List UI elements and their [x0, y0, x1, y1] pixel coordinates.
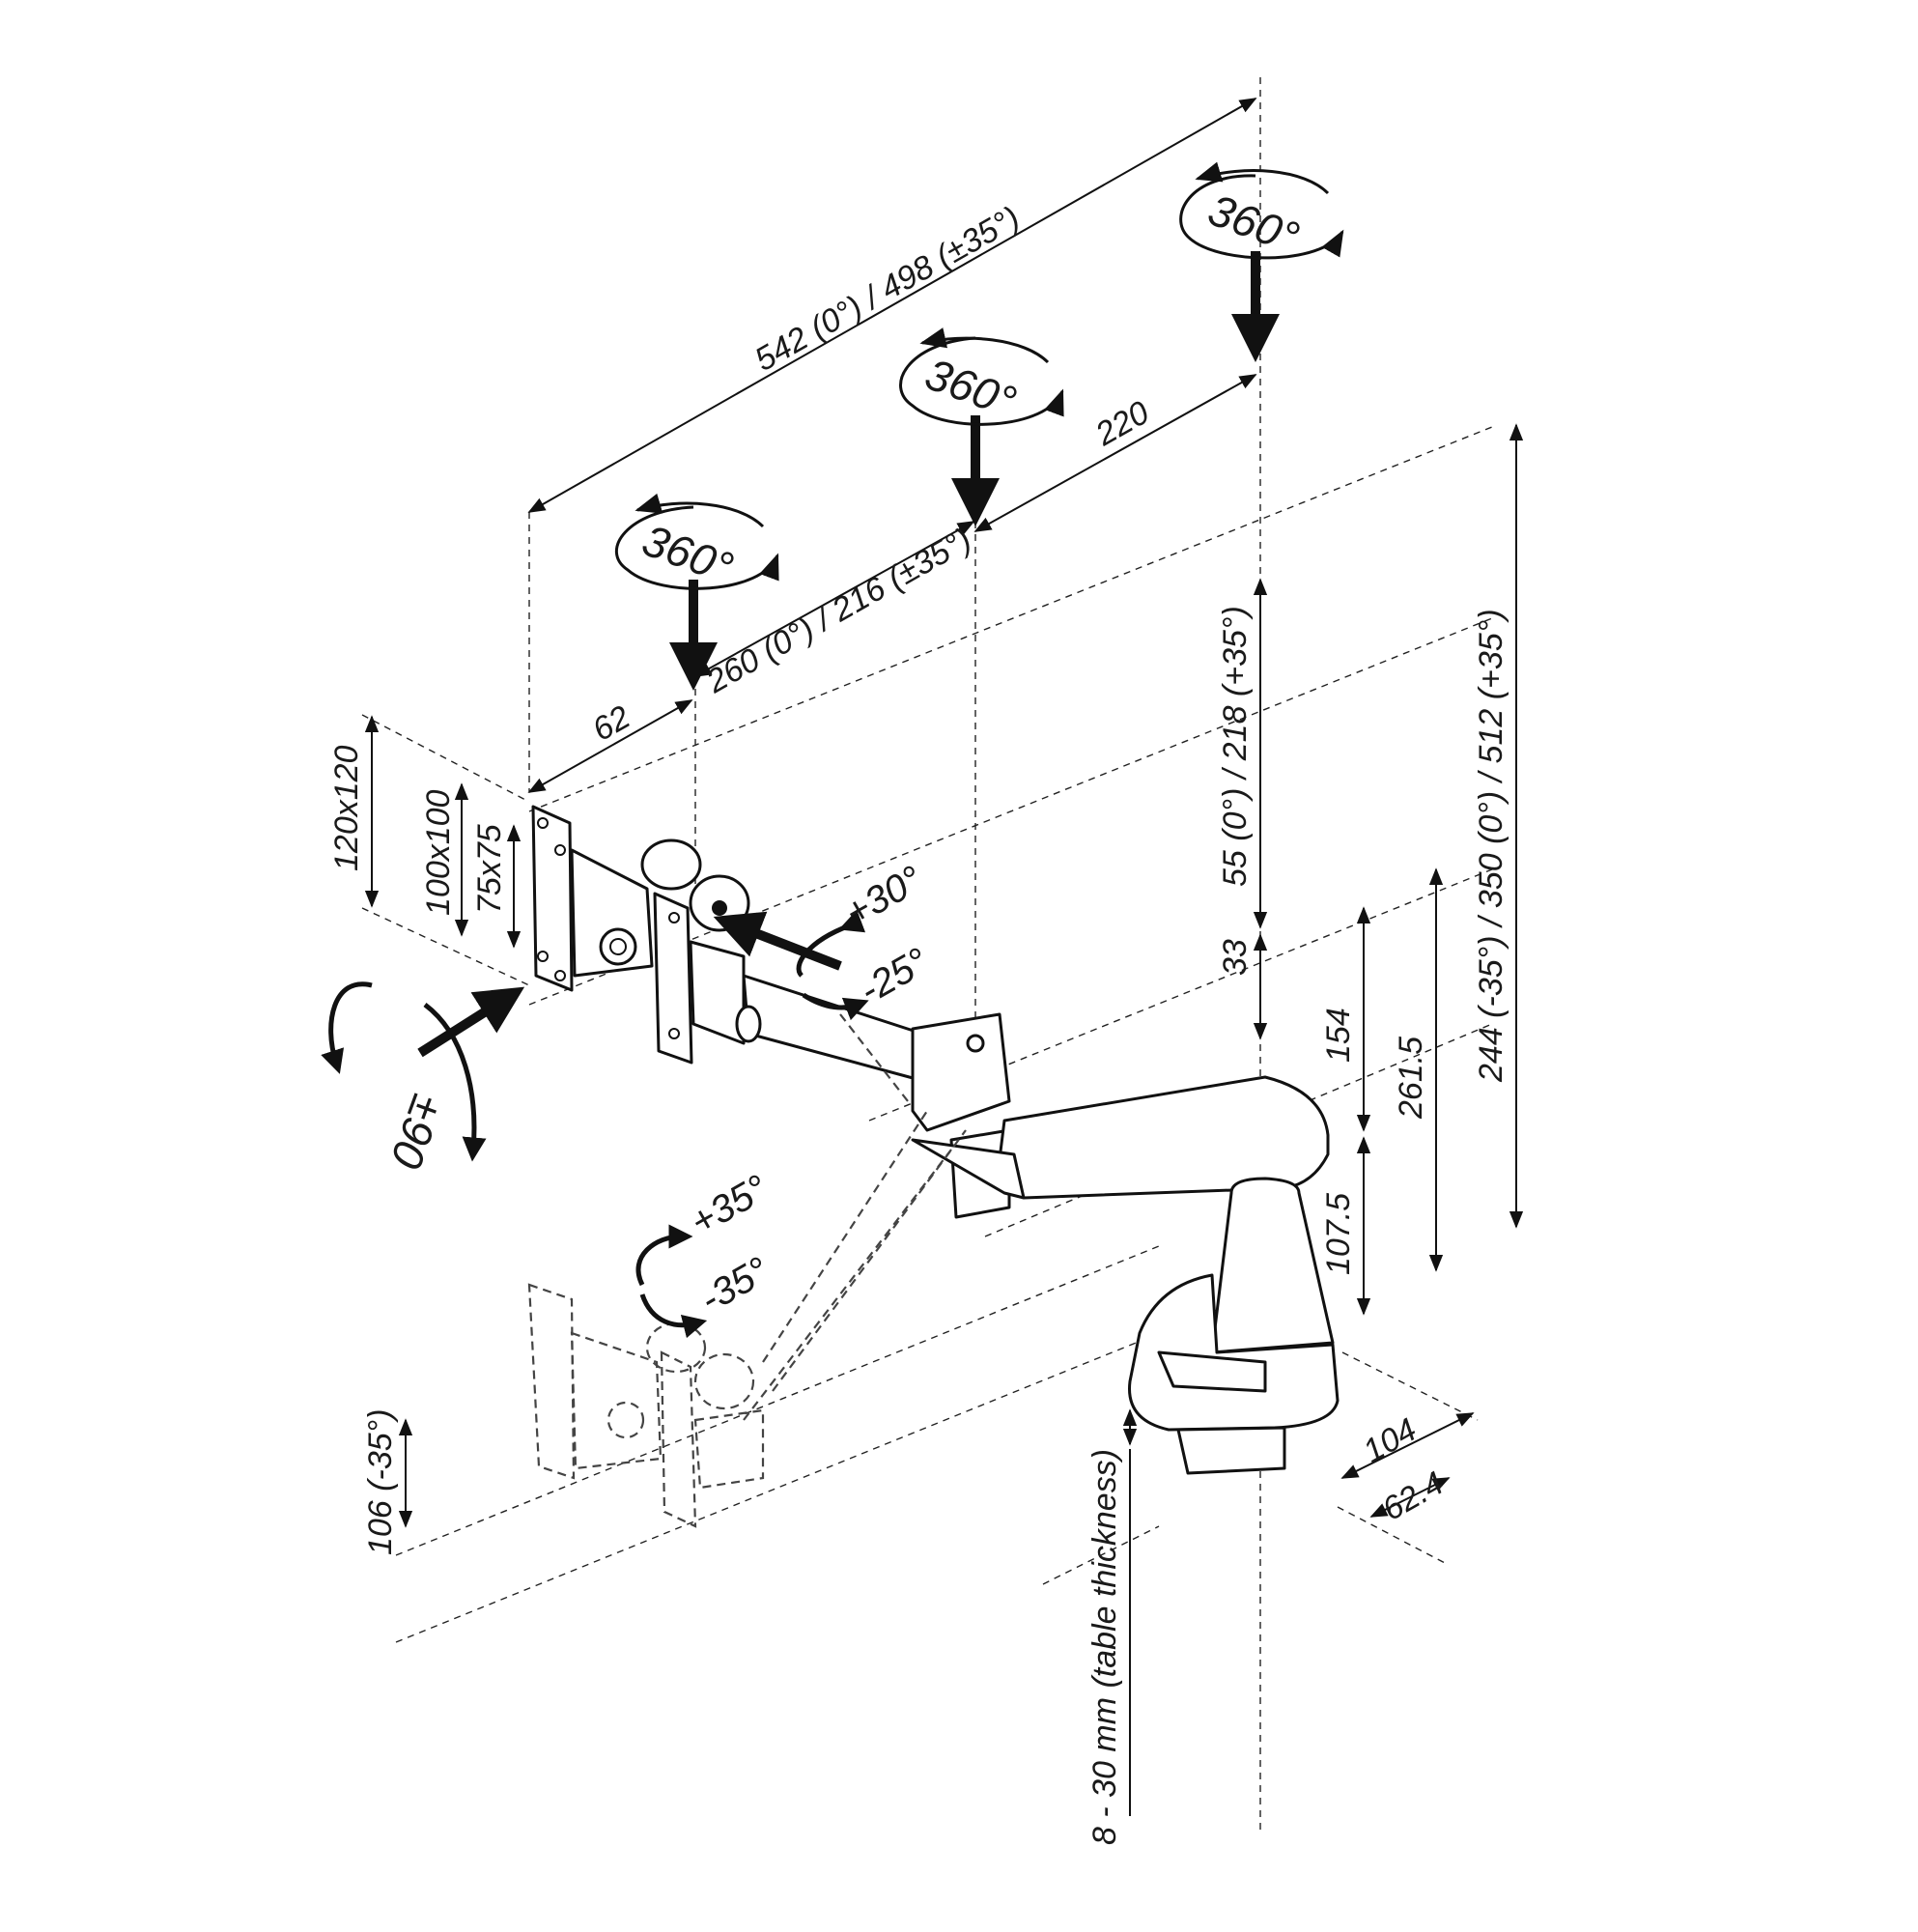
arm-plus-label: +35°	[684, 1167, 776, 1244]
lowered-position-ghost	[527, 1013, 967, 1528]
reach-220-label: 220	[1088, 394, 1155, 454]
tilt-plus-label: +30°	[838, 858, 930, 935]
height-total-label: 244 (-35°) / 350 (0°) / 512 (+35°)	[1473, 609, 1509, 1083]
arm-minus-label: -35°	[693, 1249, 776, 1321]
reach-260-label: 260 (0°) / 216 (±35°)	[699, 522, 977, 701]
swivel-arrow-icon	[321, 981, 487, 1162]
height-55-label: 55 (0°) / 218 (+35°)	[1217, 606, 1254, 887]
rotation-360-icon	[615, 493, 779, 590]
base-104-label: 104	[1357, 1411, 1423, 1470]
height-261-label: 261.5	[1393, 1037, 1429, 1120]
reach-total-label: 542 (0°) / 498 (±35°)	[748, 200, 1026, 379]
rotation-360-icon	[899, 327, 1064, 426]
vesa-100-label: 100x100	[420, 789, 457, 916]
rotation-label-mid: 360°	[919, 349, 1023, 427]
construction-lines	[361, 77, 1498, 1831]
dimension-lines	[364, 98, 1524, 1816]
tilt-arrow-icon	[796, 909, 869, 1021]
height-107-label: 107.5	[1320, 1193, 1357, 1275]
arm-and-base	[911, 1012, 1340, 1475]
drop-106-label: 106 (-35°)	[362, 1408, 399, 1555]
arm-tilt-arrow-icon	[635, 1224, 708, 1339]
vesa-120-label: 120x120	[328, 745, 365, 871]
offset-62-label: 62	[586, 698, 636, 749]
monitor-head-assembly	[531, 805, 929, 1084]
tilt-minus-label: -25°	[853, 940, 936, 1012]
height-33-label: 33	[1217, 939, 1254, 976]
base-62-label: 62.4	[1376, 1464, 1450, 1528]
height-154-label: 154	[1320, 1008, 1357, 1063]
rotation-360-icon	[1179, 161, 1344, 260]
table-thickness-label: 8 - 30 mm (table thickness)	[1086, 1449, 1123, 1845]
vesa-75-label: 75x75	[471, 824, 508, 914]
swivel-label: ±90	[381, 1089, 453, 1176]
movement-arrows	[417, 251, 1280, 1058]
